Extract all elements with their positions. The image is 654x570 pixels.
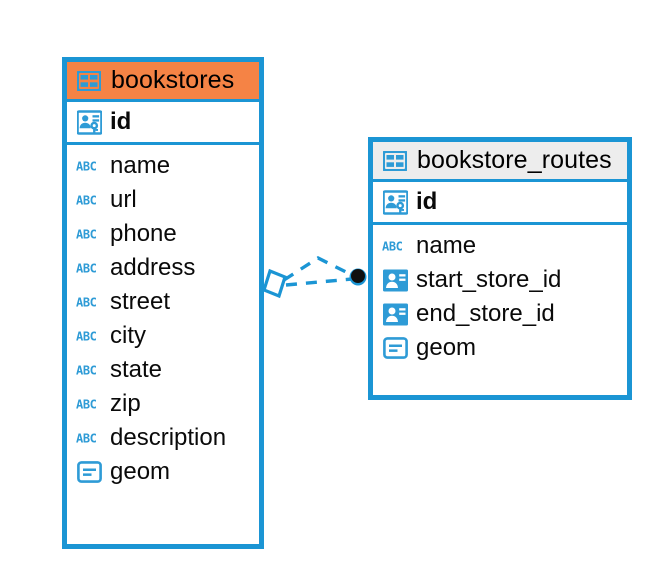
table-icon bbox=[382, 148, 408, 174]
field-label-address: address bbox=[110, 254, 196, 281]
field-label-name: name bbox=[110, 152, 171, 179]
field-label-start-store-id: start_store_id bbox=[416, 266, 562, 293]
field-row-geom[interactable]: geom bbox=[373, 331, 627, 365]
entity-bookstores-fields: ABC name ABC url ABC p bbox=[67, 145, 259, 495]
primary-key-icon bbox=[382, 189, 408, 215]
diamond-open-marker[interactable] bbox=[262, 268, 287, 299]
relationship-line-upper bbox=[283, 256, 353, 282]
entity-bookstores-pk-section: id bbox=[67, 99, 259, 145]
abc-text-icon: ABC bbox=[76, 357, 102, 383]
relationship-line-lower bbox=[285, 277, 353, 287]
field-label-url: url bbox=[110, 186, 137, 213]
abc-text-icon: ABC bbox=[76, 255, 102, 281]
entity-bookstores-header[interactable]: bookstores bbox=[67, 62, 259, 99]
svg-text:ABC: ABC bbox=[76, 262, 97, 276]
field-label-phone: phone bbox=[110, 220, 177, 247]
geometry-icon bbox=[382, 335, 408, 361]
field-row-address[interactable]: ABC address bbox=[67, 251, 259, 285]
svg-text:ABC: ABC bbox=[382, 240, 403, 254]
abc-text-icon: ABC bbox=[76, 289, 102, 315]
field-row-zip[interactable]: ABC zip bbox=[67, 387, 259, 421]
entity-bookstores[interactable]: bookstores id bbox=[62, 57, 264, 549]
filled-circle-marker-ring bbox=[349, 268, 367, 286]
field-row-url[interactable]: ABC url bbox=[67, 183, 259, 217]
abc-text-icon: ABC bbox=[76, 153, 102, 179]
svg-text:ABC: ABC bbox=[76, 398, 97, 412]
field-row-id[interactable]: id bbox=[373, 182, 627, 222]
field-label-name: name bbox=[416, 232, 477, 259]
table-icon bbox=[76, 68, 102, 94]
field-label-geom: geom bbox=[110, 458, 171, 485]
field-label-state: state bbox=[110, 356, 163, 383]
entity-bookstore-routes[interactable]: bookstore_routes id bbox=[368, 137, 632, 400]
abc-text-icon: ABC bbox=[76, 187, 102, 213]
entity-bookstore-routes-title: bookstore_routes bbox=[417, 146, 612, 174]
abc-text-icon: ABC bbox=[382, 233, 408, 259]
svg-text:ABC: ABC bbox=[76, 364, 97, 378]
field-row-phone[interactable]: ABC phone bbox=[67, 217, 259, 251]
foreign-key-icon bbox=[382, 267, 408, 293]
field-label-end-store-id: end_store_id bbox=[416, 300, 555, 327]
field-row-id[interactable]: id bbox=[67, 102, 259, 142]
field-label-id: id bbox=[110, 108, 132, 135]
entity-bookstore-routes-header[interactable]: bookstore_routes bbox=[373, 142, 627, 179]
abc-text-icon: ABC bbox=[76, 425, 102, 451]
field-row-geom[interactable]: geom bbox=[67, 455, 259, 489]
geometry-icon bbox=[76, 459, 102, 485]
field-label-city: city bbox=[110, 322, 146, 349]
filled-circle-marker[interactable] bbox=[351, 269, 365, 283]
field-row-description[interactable]: ABC description bbox=[67, 421, 259, 455]
field-row-name[interactable]: ABC name bbox=[67, 149, 259, 183]
field-label-street: street bbox=[110, 288, 171, 315]
entity-bookstore-routes-fields: ABC name start_store_id bbox=[373, 225, 627, 371]
abc-text-icon: ABC bbox=[76, 221, 102, 247]
field-label-geom: geom bbox=[416, 334, 477, 361]
svg-text:ABC: ABC bbox=[76, 432, 97, 446]
field-row-state[interactable]: ABC state bbox=[67, 353, 259, 387]
field-label-id: id bbox=[416, 188, 438, 215]
abc-text-icon: ABC bbox=[76, 323, 102, 349]
field-label-zip: zip bbox=[110, 390, 141, 417]
svg-text:ABC: ABC bbox=[76, 160, 97, 174]
field-row-street[interactable]: ABC street bbox=[67, 285, 259, 319]
field-row-start-store-id[interactable]: start_store_id bbox=[373, 263, 627, 297]
entity-bookstores-title: bookstores bbox=[111, 66, 235, 94]
entity-bookstore-routes-pk-section: id bbox=[373, 179, 627, 225]
svg-text:ABC: ABC bbox=[76, 296, 97, 310]
primary-key-icon bbox=[76, 109, 102, 135]
field-row-city[interactable]: ABC city bbox=[67, 319, 259, 353]
svg-text:ABC: ABC bbox=[76, 228, 97, 242]
svg-text:ABC: ABC bbox=[76, 194, 97, 208]
svg-text:ABC: ABC bbox=[76, 330, 97, 344]
field-row-end-store-id[interactable]: end_store_id bbox=[373, 297, 627, 331]
field-label-description: description bbox=[110, 424, 227, 451]
foreign-key-icon bbox=[382, 301, 408, 327]
field-row-name[interactable]: ABC name bbox=[373, 229, 627, 263]
abc-text-icon: ABC bbox=[76, 391, 102, 417]
